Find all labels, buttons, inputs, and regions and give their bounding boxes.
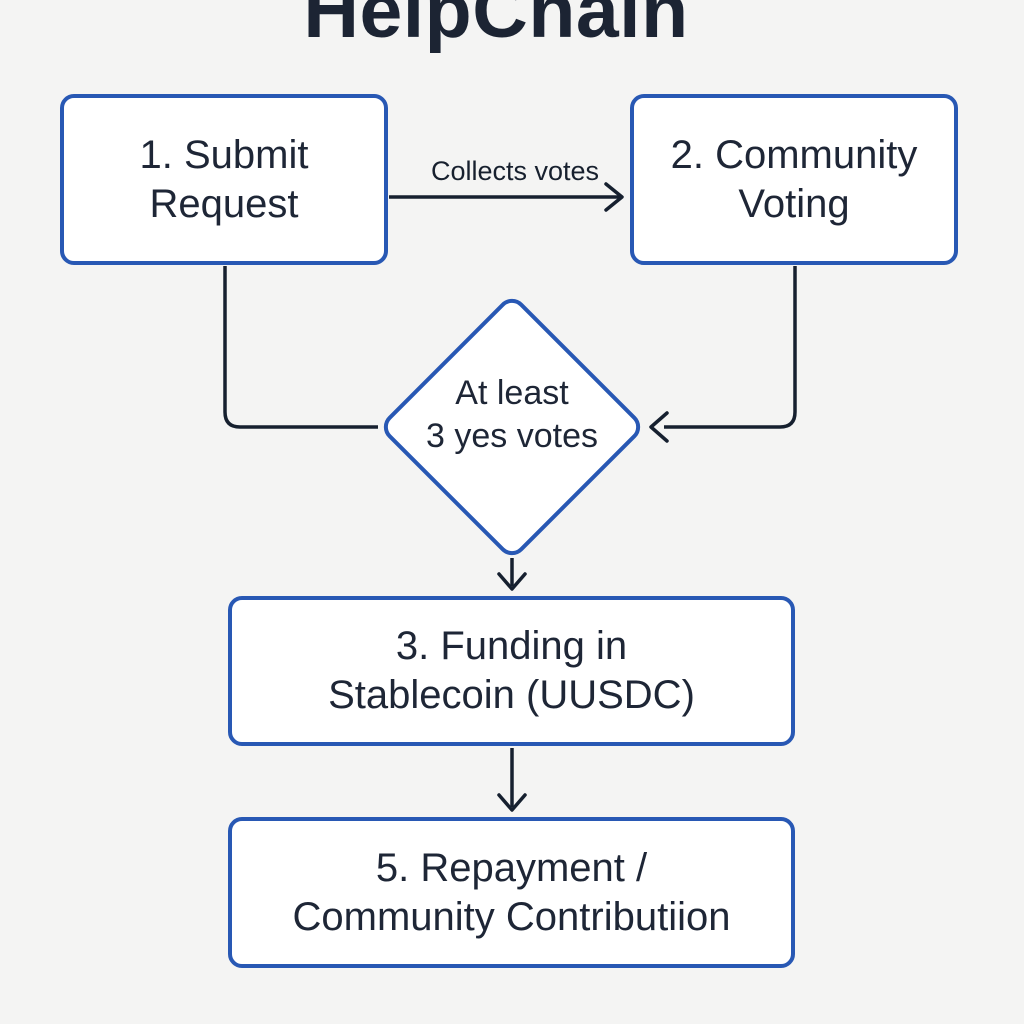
- node-label-line: 2. Community: [670, 132, 918, 177]
- node-label-line: Stablecoin (UUSDC): [328, 673, 695, 717]
- node-repayment-contribution: 5. Repayment / Community Contributiion: [228, 817, 795, 968]
- node-vote-threshold-label: At least 3 yes votes: [382, 372, 642, 458]
- node-label-line: 5. Repayment /: [375, 845, 648, 890]
- edge-threshold-to-funding: [497, 558, 527, 591]
- decision-diamond: [383, 298, 641, 556]
- edge-funding-to-repayment: [497, 748, 527, 812]
- node-label-line: At least: [455, 374, 569, 412]
- node-funding-stablecoin: 3. Funding in Stablecoin (UUSDC): [228, 596, 795, 746]
- edge-voting-to-threshold: [649, 266, 797, 443]
- edge-submit-to-threshold: [223, 266, 378, 429]
- arrowhead-down-icon: [497, 793, 527, 812]
- node-label-line: Voting: [738, 181, 850, 226]
- node-community-voting: 2. Community Voting: [630, 94, 958, 265]
- arrowhead-right-icon: [604, 182, 624, 212]
- edge-label-collects-votes: Collects votes: [430, 156, 600, 186]
- arrowhead-down-icon: [497, 572, 527, 591]
- node-submit-request: 1. Submit Request: [60, 94, 388, 265]
- page-title: HelpChain: [303, 0, 689, 54]
- node-label-line: 3 yes votes: [426, 417, 598, 455]
- node-label-line: 1. Submit: [139, 132, 309, 177]
- node-label-line: Request: [149, 181, 299, 226]
- node-label-line: 3. Funding in: [395, 624, 628, 668]
- node-label-line: Community Contributiion: [292, 894, 731, 939]
- arrowhead-left-icon: [649, 411, 669, 443]
- edge-submit-to-voting: [389, 182, 624, 212]
